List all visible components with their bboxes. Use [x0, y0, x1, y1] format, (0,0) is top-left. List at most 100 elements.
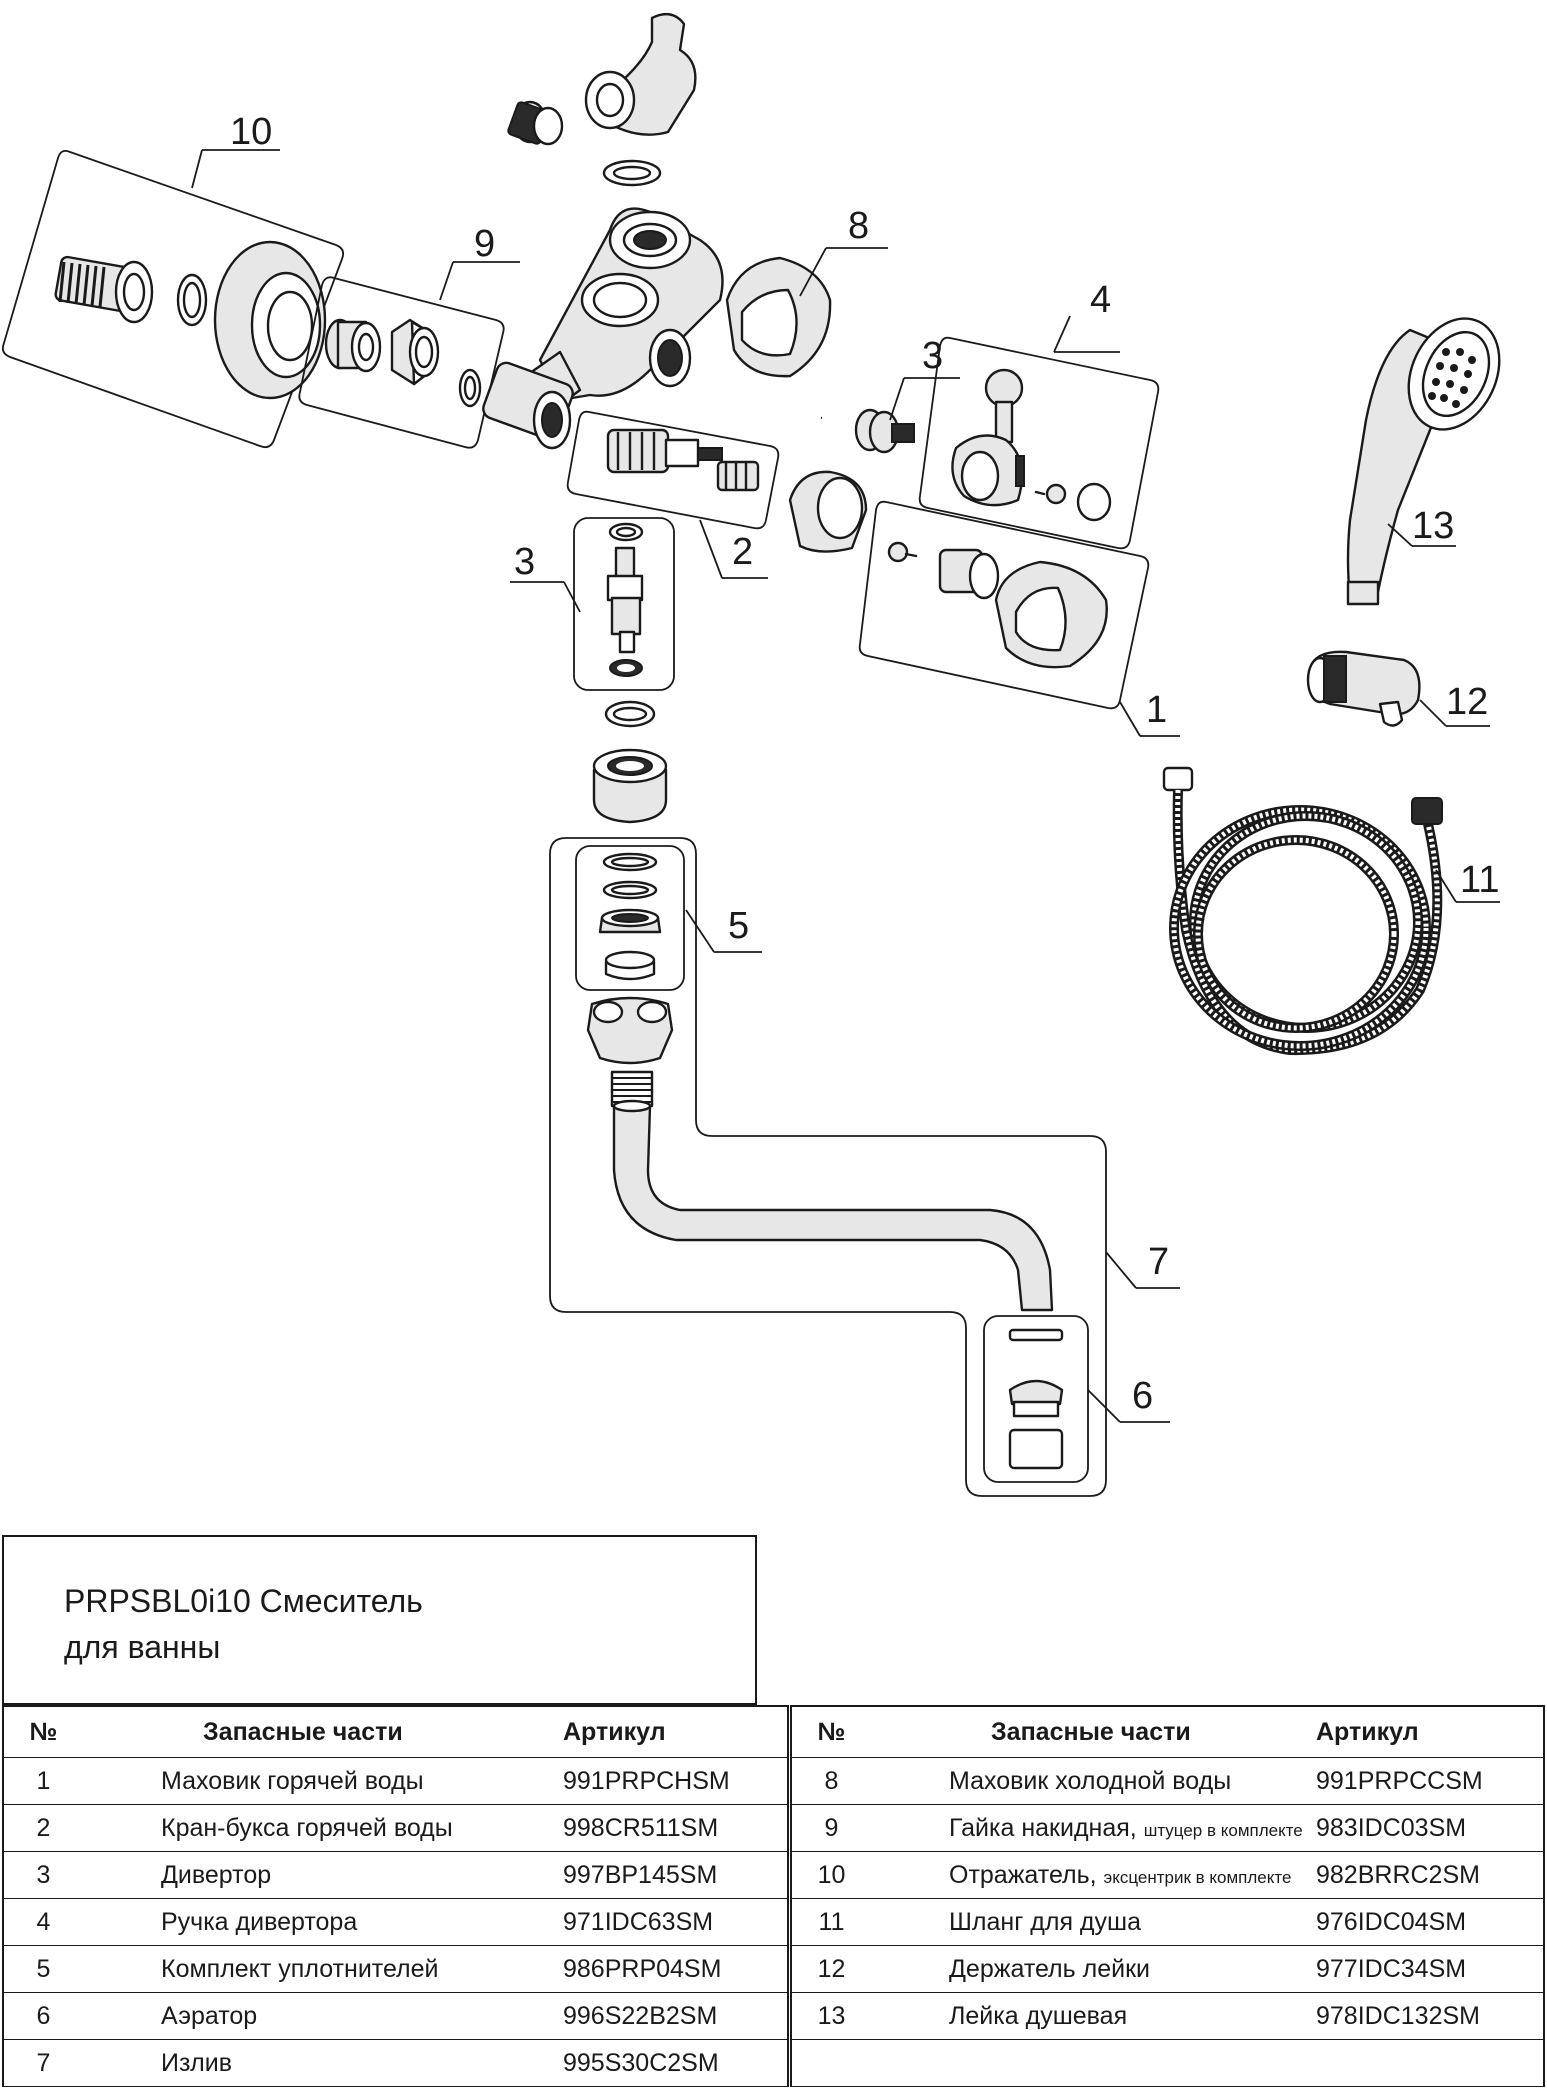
spout-nut — [586, 996, 674, 1065]
row-article: 997BP145SM — [563, 1851, 788, 1899]
callout-7: 7 — [1148, 1241, 1169, 1283]
row-article: 978IDC132SM — [1316, 1992, 1544, 2040]
part-note: штуцер в комплекте — [1143, 1820, 1303, 1840]
part-name: Лейка душевая — [949, 2001, 1128, 2030]
callout-10: 10 — [230, 111, 272, 153]
table-header-row: № Запасные части Артикул — [791, 1706, 1544, 1758]
callout-leaders — [191, 149, 1500, 1423]
part-name: Маховик горячей воды — [161, 1766, 424, 1795]
row-article: 995S30C2SM — [563, 2039, 788, 2087]
part-name: Маховик холодной воды — [949, 1766, 1232, 1795]
row-num: 13 — [791, 1992, 871, 2040]
part-1-hot-handle-group — [858, 500, 1150, 710]
row-name: Лейка душевая — [871, 1992, 1316, 2040]
part-8-cold-handle — [725, 256, 832, 378]
part-10-reflector-group — [1, 149, 345, 449]
callout-13: 13 — [1412, 505, 1454, 547]
row-name: Шланг для душа — [871, 1898, 1316, 1946]
header-article: Артикул — [563, 1706, 788, 1758]
row-article: 983IDC03SM — [1316, 1804, 1544, 1852]
part-name: Комплект уплотнителей — [161, 1954, 439, 1983]
part-name: Аэратор — [161, 2001, 258, 2030]
table-row: 13 Лейка душевая 978IDC132SM — [791, 1992, 1544, 2040]
row-name: Ручка дивертора — [83, 1898, 563, 1946]
row-article — [1316, 2039, 1544, 2087]
swivel-nut — [592, 748, 668, 824]
part-name: Дивертор — [161, 1860, 272, 1889]
row-num: 3 — [3, 1851, 83, 1899]
callout-12: 12 — [1446, 681, 1488, 723]
row-name: Отражатель, эксцентрик в комплекте — [871, 1851, 1316, 1899]
row-num: 2 — [3, 1804, 83, 1852]
callout-labels: 10 9 8 4 3 3 2 1 13 12 11 5 7 6 — [230, 111, 1499, 1417]
row-num: 1 — [3, 1757, 83, 1805]
callout-3-lower: 3 — [514, 541, 535, 583]
part-3-diverter-stem-upper — [820, 408, 915, 454]
table-row: 7 Излив 995S30C2SM — [3, 2039, 788, 2087]
row-article: 971IDC63SM — [563, 1898, 788, 1946]
exploded-parts-diagram: 10 9 8 4 3 3 2 1 13 12 11 5 7 6 — [1, 12, 1501, 1497]
row-article: 998CR511SM — [563, 1804, 788, 1852]
part-name: Держатель лейки — [949, 1954, 1150, 1983]
header-article: Артикул — [1316, 1706, 1544, 1758]
part-3-diverter-group — [573, 517, 675, 691]
header-parts: Запасные части — [871, 1706, 1316, 1758]
row-num: 7 — [3, 2039, 83, 2087]
callout-8: 8 — [848, 205, 869, 247]
row-num — [791, 2039, 871, 2087]
table-row: 8 Маховик холодной воды 991PRPCCSM — [791, 1757, 1544, 1805]
mixer-body — [482, 207, 724, 450]
escutcheon-cone — [788, 470, 868, 553]
row-num: 12 — [791, 1945, 871, 1993]
callout-2: 2 — [732, 531, 753, 573]
spout-pipe — [610, 1070, 1054, 1312]
row-num: 8 — [791, 1757, 871, 1805]
table-row: 2 Кран-букса горячей воды 998CR511SM — [3, 1804, 788, 1852]
part-5-seal-kit — [575, 845, 685, 991]
part-6-aerator — [983, 1315, 1089, 1483]
row-num: 10 — [791, 1851, 871, 1899]
product-title-line2: для ванны — [64, 1629, 221, 1665]
row-name: Комплект уплотнителей — [83, 1945, 563, 1993]
row-article: 991PRPCHSM — [563, 1757, 788, 1805]
header-num: № — [791, 1706, 871, 1758]
row-name: Гайка накидная, штуцер в комплекте — [871, 1804, 1316, 1852]
row-article: 976IDC04SM — [1316, 1898, 1544, 1946]
part-name: Излив — [161, 2048, 232, 2077]
row-name: Излив — [83, 2039, 563, 2087]
table-row — [791, 2039, 1544, 2087]
row-num: 5 — [3, 1945, 83, 1993]
title-box — [2, 1535, 757, 1705]
part-name: Отражатель, — [949, 1860, 1097, 1889]
part-4-diverter-handle-group — [918, 336, 1160, 550]
part-9-nut-group — [298, 276, 505, 449]
part-note: эксцентрик в комплекте — [1103, 1867, 1292, 1887]
row-name: Маховик холодной воды — [871, 1757, 1316, 1805]
part-12-holder — [1306, 650, 1421, 727]
part-2-cartridge-group — [566, 410, 780, 530]
row-article: 996S22B2SM — [563, 1992, 788, 2040]
callout-11: 11 — [1460, 859, 1499, 901]
row-article: 991PRPCCSM — [1316, 1757, 1544, 1805]
callout-5: 5 — [728, 905, 749, 947]
table-row: 3 Дивертор 997BP145SM — [3, 1851, 788, 1899]
callout-9: 9 — [474, 223, 495, 265]
row-name: Держатель лейки — [871, 1945, 1316, 1993]
table-row: 5 Комплект уплотнителей 986PRP04SM — [3, 1945, 788, 1993]
callout-3-upper: 3 — [922, 335, 943, 377]
row-num: 9 — [791, 1804, 871, 1852]
row-num: 11 — [791, 1898, 871, 1946]
callout-4: 4 — [1090, 279, 1111, 321]
row-article: 982BRRC2SM — [1316, 1851, 1544, 1899]
row-article: 986PRP04SM — [563, 1945, 788, 1993]
header-parts: Запасные части — [83, 1706, 563, 1758]
part-name: Ручка дивертора — [161, 1907, 358, 1936]
part-name: Кран-букса горячей воды — [161, 1813, 453, 1842]
part-7-spout-outline — [549, 837, 1107, 1497]
